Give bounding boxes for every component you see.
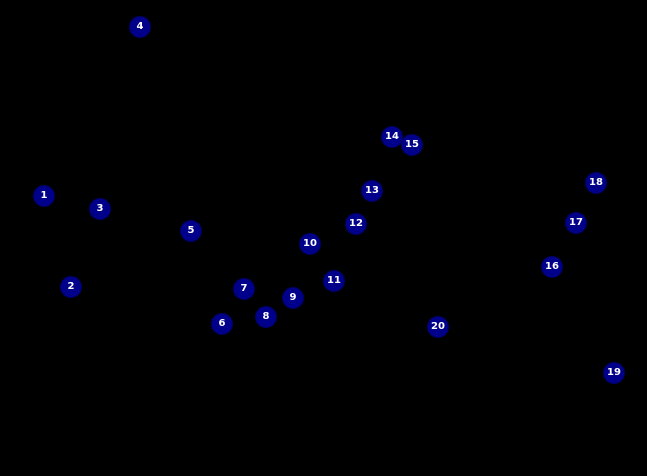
graph-node-18[interactable]: 18	[585, 172, 607, 194]
graph-node-label: 11	[327, 275, 341, 286]
graph-node-label: 2	[67, 281, 75, 292]
graph-node-label: 10	[303, 238, 317, 249]
graph-node-label: 20	[431, 321, 445, 332]
graph-node-20[interactable]: 20	[427, 316, 449, 338]
graph-node-label: 17	[569, 217, 583, 228]
graph-node-2[interactable]: 2	[60, 276, 82, 298]
graph-node-14[interactable]: 14	[381, 126, 403, 148]
graph-node-label: 13	[365, 185, 379, 196]
graph-node-6[interactable]: 6	[211, 313, 233, 335]
graph-node-11[interactable]: 11	[323, 270, 345, 292]
graph-node-label: 12	[349, 218, 363, 229]
graph-node-16[interactable]: 16	[541, 256, 563, 278]
graph-node-label: 9	[289, 292, 297, 303]
graph-node-4[interactable]: 4	[129, 16, 151, 38]
graph-node-17[interactable]: 17	[565, 212, 587, 234]
graph-node-label: 7	[240, 283, 248, 294]
graph-node-1[interactable]: 1	[33, 185, 55, 207]
graph-node-5[interactable]: 5	[180, 220, 202, 242]
graph-node-label: 1	[40, 190, 48, 201]
graph-node-label: 15	[405, 139, 419, 150]
graph-node-label: 16	[545, 261, 559, 272]
graph-node-7[interactable]: 7	[233, 278, 255, 300]
graph-node-8[interactable]: 8	[255, 306, 277, 328]
graph-node-13[interactable]: 13	[361, 180, 383, 202]
graph-node-label: 19	[607, 367, 621, 378]
graph-node-12[interactable]: 12	[345, 213, 367, 235]
graph-node-15[interactable]: 15	[401, 134, 423, 156]
graph-node-19[interactable]: 19	[603, 362, 625, 384]
graph-node-label: 4	[136, 21, 144, 32]
graph-node-label: 5	[187, 225, 195, 236]
graph-node-10[interactable]: 10	[299, 233, 321, 255]
graph-node-label: 8	[262, 311, 270, 322]
graph-node-label: 14	[385, 131, 399, 142]
graph-node-label: 6	[218, 318, 226, 329]
graph-node-label: 18	[589, 177, 603, 188]
graph-node-label: 3	[96, 203, 104, 214]
graph-node-9[interactable]: 9	[282, 287, 304, 309]
graph-node-3[interactable]: 3	[89, 198, 111, 220]
